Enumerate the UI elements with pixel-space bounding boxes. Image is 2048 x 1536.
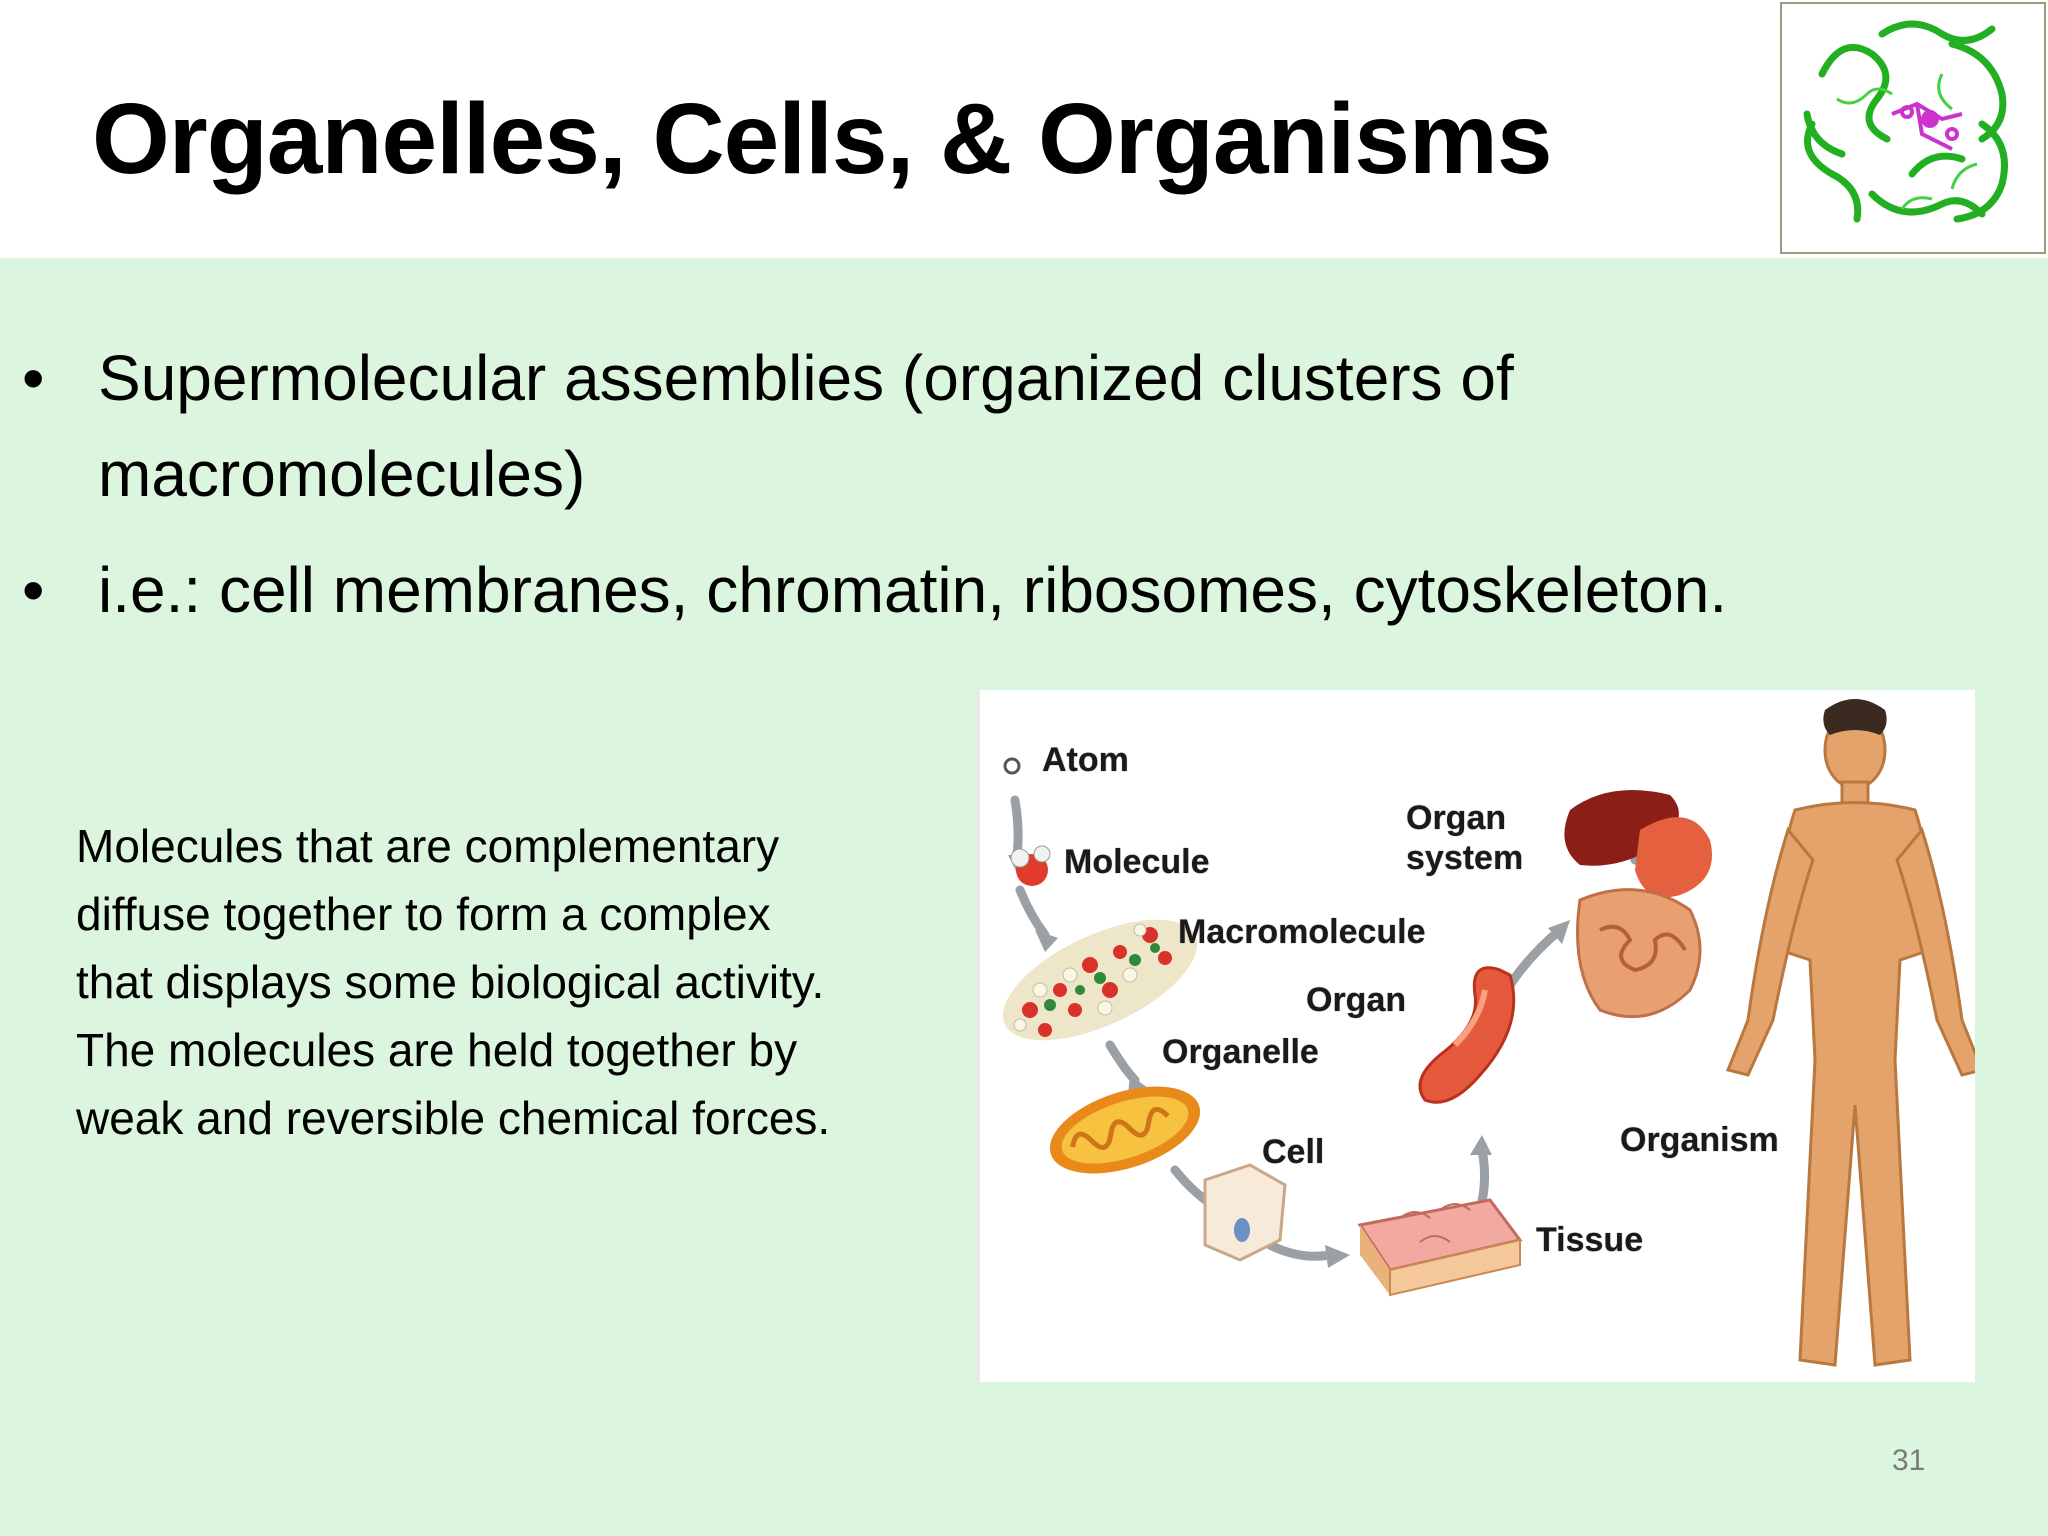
label-organelle: Organelle [1162, 1033, 1319, 1071]
bullet-list: • Supermolecular assemblies (organized c… [0, 330, 2000, 638]
biological-hierarchy-diagram: Atom Molecule Macromolecule Organelle Ce… [980, 690, 1975, 1382]
bullet-marker: • [22, 554, 45, 626]
page-number: 31 [1892, 1444, 1926, 1477]
label-atom: Atom [1042, 741, 1129, 779]
bullet-item: • i.e.: cell membranes, chromatin, ribos… [0, 542, 2000, 638]
label-organ-system: Organ system [1406, 799, 1524, 877]
description-text: Molecules that are complementary diffuse… [76, 820, 831, 1144]
label-organism: Organism [1620, 1121, 1779, 1159]
bullet-item: • Supermolecular assemblies (organized c… [0, 330, 2000, 522]
bullet-text: i.e.: cell membranes, chromatin, ribosom… [98, 554, 1728, 626]
label-molecule: Molecule [1064, 843, 1210, 881]
label-cell: Cell [1262, 1133, 1325, 1171]
slide-header: Organelles, Cells, & Organisms [0, 0, 2048, 258]
slide-title: Organelles, Cells, & Organisms [92, 83, 1552, 195]
bullet-text: Supermolecular assemblies (organized clu… [98, 342, 1514, 510]
protein-ribbon-icon [1803, 20, 2008, 223]
label-organ: Organ [1306, 981, 1407, 1019]
hierarchy-illustration [1002, 699, 1975, 1367]
protein-structure-image [1780, 2, 2046, 254]
bullet-marker: • [22, 342, 45, 414]
label-macromolecule: Macromolecule [1178, 913, 1426, 951]
label-tissue: Tissue [1536, 1221, 1644, 1259]
